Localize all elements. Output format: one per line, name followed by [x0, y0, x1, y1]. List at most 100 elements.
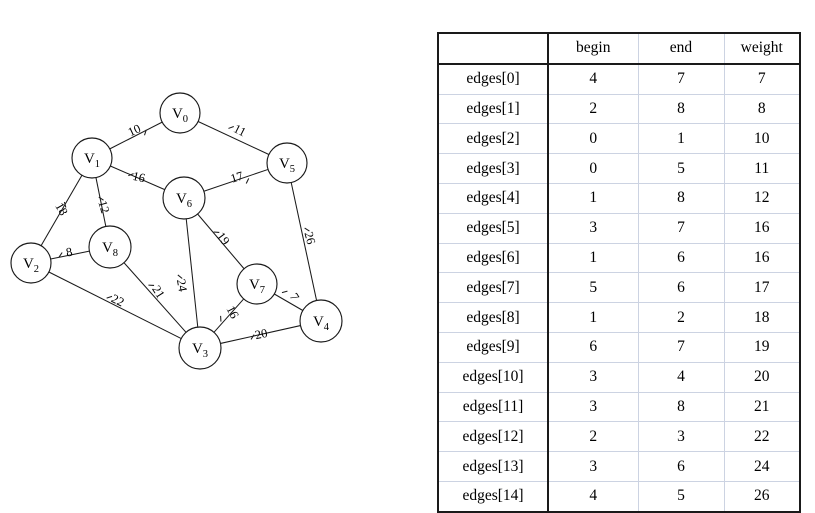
edge-label-tick — [178, 275, 182, 279]
edge-weight-cell: 26 — [724, 481, 800, 511]
graph-edge — [186, 219, 198, 327]
edge-begin-cell: 4 — [548, 64, 638, 94]
column-header-index — [438, 33, 548, 64]
edge-index-cell: edges[13] — [438, 452, 548, 482]
edge-end-cell: 5 — [638, 481, 724, 511]
edge-end-cell: 5 — [638, 154, 724, 184]
edge-weight-label: 11 — [231, 121, 248, 139]
edge-index-cell: edges[3] — [438, 154, 548, 184]
edge-begin-cell: 1 — [548, 243, 638, 273]
edge-weight-cell: 7 — [724, 64, 800, 94]
column-header-end: end — [638, 33, 724, 64]
edge-weight-cell: 24 — [724, 452, 800, 482]
edge-weight-cell: 21 — [724, 392, 800, 422]
edge-end-cell: 6 — [638, 273, 724, 303]
edge-label-tick — [305, 228, 310, 231]
edge-end-cell: 8 — [638, 94, 724, 124]
edge-end-cell: 3 — [638, 422, 724, 452]
edge-end-cell: 6 — [638, 452, 724, 482]
edge-weight-cell: 19 — [724, 332, 800, 362]
edge-weight-label: 17 — [229, 169, 245, 186]
edge-begin-cell: 5 — [548, 273, 638, 303]
edge-index-cell: edges[5] — [438, 213, 548, 243]
edge-weight-label: 10 — [126, 121, 143, 139]
edge-end-cell: 7 — [638, 213, 724, 243]
edge-label-tick — [228, 127, 233, 129]
column-header-weight: weight — [724, 33, 800, 64]
edge-weight-label: 18 — [52, 200, 70, 218]
edge-begin-cell: 1 — [548, 303, 638, 333]
edge-weight-label: 22 — [109, 291, 126, 309]
edge-begin-cell: 3 — [548, 362, 638, 392]
edge-index-cell: edges[14] — [438, 481, 548, 511]
edge-index-cell: edges[7] — [438, 273, 548, 303]
edge-weight-cell: 11 — [724, 154, 800, 184]
column-header-begin: begin — [548, 33, 638, 64]
edge-index-cell: edges[10] — [438, 362, 548, 392]
edge-begin-cell: 0 — [548, 154, 638, 184]
edge-index-cell: edges[8] — [438, 303, 548, 333]
edge-weight-cell: 17 — [724, 273, 800, 303]
edge-end-cell: 7 — [638, 64, 724, 94]
edge-end-cell: 8 — [638, 392, 724, 422]
edge-begin-cell: 2 — [548, 422, 638, 452]
edge-weight-cell: 20 — [724, 362, 800, 392]
edge-weight-label: 20 — [254, 326, 269, 342]
edge-index-cell: edges[1] — [438, 94, 548, 124]
edge-end-cell: 1 — [638, 124, 724, 154]
edge-weight-label: 8 — [65, 245, 74, 260]
edge-begin-cell: 6 — [548, 332, 638, 362]
edge-weight-cell: 16 — [724, 243, 800, 273]
edge-weight-label: 7 — [287, 291, 302, 304]
edge-begin-cell: 0 — [548, 124, 638, 154]
edge-index-cell: edges[2] — [438, 124, 548, 154]
edge-index-cell: edges[11] — [438, 392, 548, 422]
table-header-row: begin end weight — [438, 33, 800, 64]
edge-index-cell: edges[12] — [438, 422, 548, 452]
edge-weight-cell: 16 — [724, 213, 800, 243]
edge-end-cell: 4 — [638, 362, 724, 392]
edge-begin-cell: 2 — [548, 94, 638, 124]
edge-weight-cell: 12 — [724, 183, 800, 213]
edge-begin-cell: 3 — [548, 213, 638, 243]
edge-weight-cell: 22 — [724, 422, 800, 452]
edge-weight-cell: 10 — [724, 124, 800, 154]
edge-label-tick — [246, 178, 249, 183]
edge-end-cell: 2 — [638, 303, 724, 333]
edge-weight-cell: 8 — [724, 94, 800, 124]
edge-begin-cell: 3 — [548, 452, 638, 482]
edge-weight-label: 24 — [174, 278, 190, 293]
edge-begin-cell: 3 — [548, 392, 638, 422]
edge-end-cell: 7 — [638, 332, 724, 362]
edge-begin-cell: 1 — [548, 183, 638, 213]
edge-index-cell: edges[4] — [438, 183, 548, 213]
edge-weight-cell: 18 — [724, 303, 800, 333]
edge-weight-label: 16 — [131, 169, 146, 185]
edge-end-cell: 8 — [638, 183, 724, 213]
edge-end-cell: 6 — [638, 243, 724, 273]
edge-weight-label: 12 — [95, 199, 112, 215]
edge-begin-cell: 4 — [548, 481, 638, 511]
edge-label-tick — [282, 291, 287, 292]
edge-index-cell: edges[0] — [438, 64, 548, 94]
edge-index-cell: edges[6] — [438, 243, 548, 273]
